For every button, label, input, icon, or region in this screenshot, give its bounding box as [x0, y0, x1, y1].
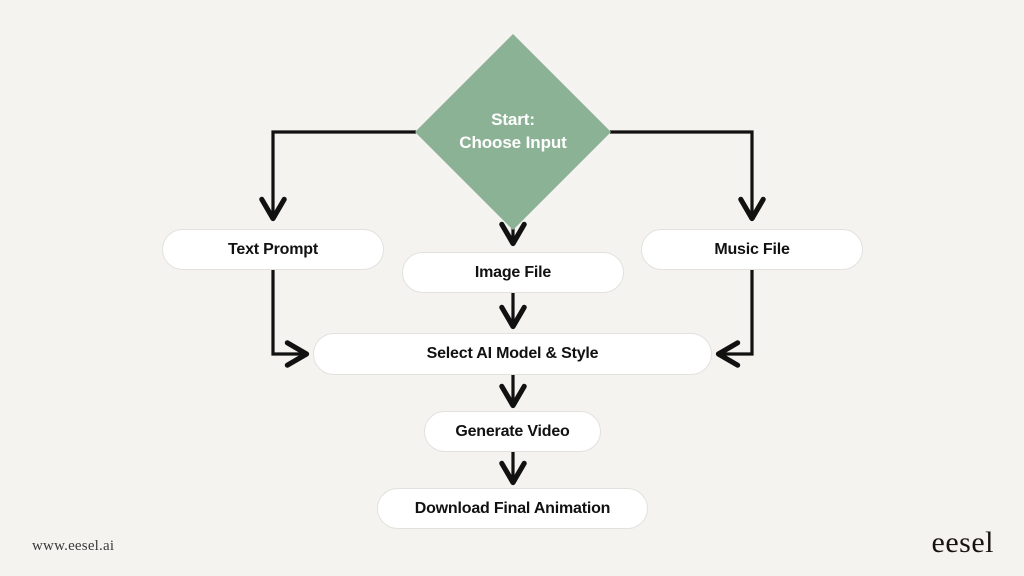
- node-download-final-animation[interactable]: Download Final Animation: [377, 488, 648, 529]
- node-generate-video[interactable]: Generate Video: [424, 411, 601, 452]
- node-start-choose-input[interactable]: Start: Choose Input: [415, 34, 611, 230]
- edge-start-to-text-prompt: [259, 130, 416, 222]
- node-start-label: Start: Choose Input: [415, 34, 611, 230]
- node-music-file[interactable]: Music File: [641, 229, 863, 270]
- footer-website-url: www.eesel.ai: [32, 538, 115, 554]
- node-start-label-line2: Choose Input: [459, 133, 567, 152]
- brand-logo-eesel: eesel: [931, 526, 994, 559]
- edge-text-prompt-to-select-model: [271, 270, 310, 368]
- node-select-ai-model-style[interactable]: Select AI Model & Style: [313, 333, 712, 375]
- edge-music-file-to-select-model: [715, 270, 754, 368]
- node-start-label-line1: Start:: [491, 110, 535, 130]
- node-text-prompt[interactable]: Text Prompt: [162, 229, 384, 270]
- edge-start-to-music-file: [610, 130, 766, 222]
- node-image-file[interactable]: Image File: [402, 252, 624, 293]
